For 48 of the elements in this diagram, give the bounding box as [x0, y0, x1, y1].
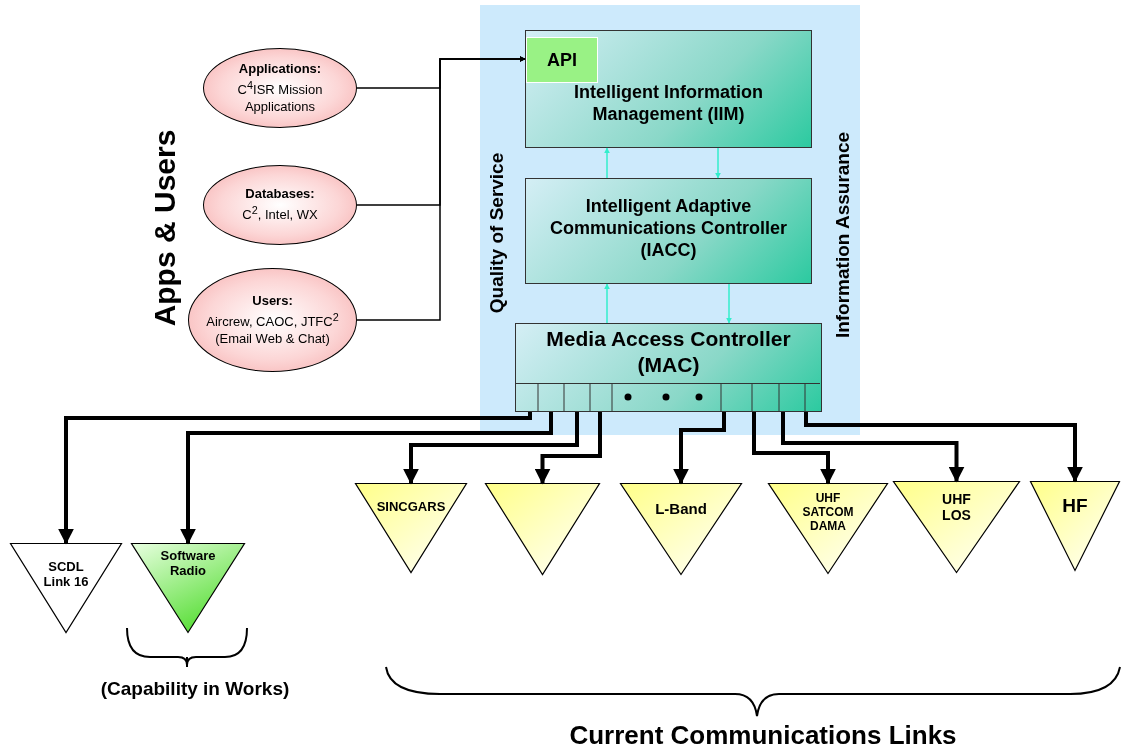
triangle-node — [893, 481, 1020, 573]
group-caption: Current Communications Links — [569, 719, 957, 750]
panel-background — [480, 5, 860, 435]
link-label: Software Radio — [159, 548, 217, 578]
api-box — [526, 37, 598, 83]
process-box — [525, 178, 812, 284]
controller-box — [515, 323, 822, 412]
box-title: Intelligent Information Management (IIM) — [573, 81, 764, 125]
box-title: Intelligent Adaptive Communications Controller (IACC) — [549, 195, 788, 261]
link-label: HF — [1061, 495, 1089, 516]
link-label: L-Band — [654, 500, 708, 517]
link-label: SCDL Link 16 — [42, 559, 90, 589]
arrow — [534, 412, 602, 485]
side-title: Apps & Users — [148, 129, 182, 327]
triangle-node — [131, 543, 245, 633]
arrow — [180, 412, 553, 545]
box-title: Media Access Controller (MAC) — [545, 326, 792, 378]
arrow — [604, 147, 610, 179]
arrow — [804, 412, 1083, 483]
vertical-label: Quality of Service — [486, 152, 508, 314]
triangle-node — [485, 483, 600, 575]
link-label: SINCGARS — [375, 499, 447, 514]
arrow — [715, 147, 721, 179]
vertical-label: Information Assurance — [832, 131, 854, 339]
link-label: UHF LOS — [941, 491, 972, 523]
arrow — [356, 56, 526, 321]
arrow — [752, 412, 836, 485]
node-heading: Users: — [252, 293, 293, 310]
process-box — [525, 30, 812, 148]
triangle-node — [620, 483, 742, 575]
box-title: API — [547, 49, 577, 71]
link-label: UHF SATCOM DAMA — [801, 491, 855, 533]
node-text: C$^{2}$, Intel, WX — [242, 203, 318, 224]
triangle-node — [10, 543, 122, 633]
triangle-node — [768, 483, 888, 574]
arrow — [673, 412, 726, 485]
arrow — [403, 412, 579, 485]
arrow — [58, 411, 532, 545]
arrow — [604, 283, 610, 324]
node-heading: Applications: — [238, 61, 322, 78]
node-heading: Databases: — [245, 186, 315, 203]
node-text: Aircrew, CAOC, JTFC$^{2}$ (Email Web & Chat) — [205, 310, 340, 347]
triangle-node — [355, 483, 467, 573]
arrow — [726, 283, 732, 324]
node-text: C$^{4}$ISR Mission Applications — [236, 78, 324, 115]
group-caption: (Capability in Works) — [100, 678, 290, 700]
arrow — [781, 412, 965, 483]
triangle-node — [1030, 481, 1120, 571]
